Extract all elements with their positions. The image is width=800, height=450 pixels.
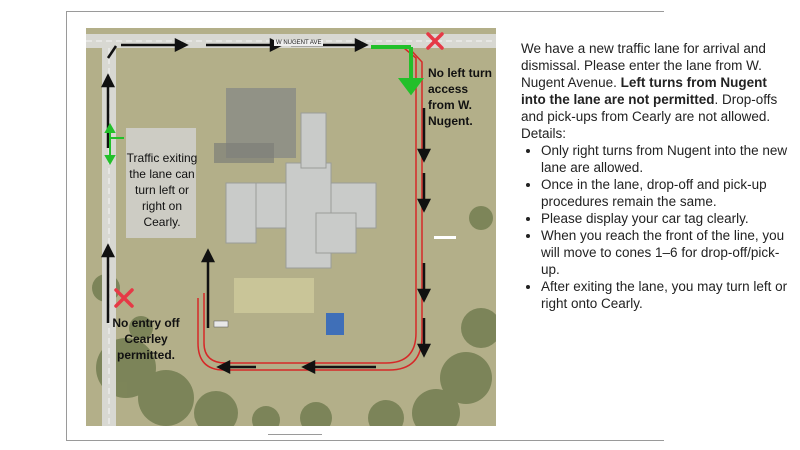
intro-tail-text: . Drop-offs and pick-ups from Cearly are…: [521, 92, 778, 124]
frame-left-border: [66, 11, 67, 441]
list-item: Once in the lane, drop-off and pick-up p…: [541, 176, 791, 210]
direction-arrows: [100, 37, 432, 375]
annotation-traffic-exiting: Traffic exiting the lane can turn left o…: [126, 151, 198, 229]
school-building: [225, 112, 377, 269]
intro-paragraph: We have a new traffic lane for arrival a…: [521, 40, 791, 125]
street-label-nugent: W NUGENT AVE: [274, 40, 324, 46]
scroll-indicator: [268, 434, 322, 435]
list-item: Please display your car tag clearly.: [541, 210, 791, 227]
aerial-map-graphic: [86, 28, 496, 426]
frame-top-border: [66, 11, 664, 12]
list-item: Only right turns from Nugent into the ne…: [541, 142, 791, 176]
field: [234, 278, 314, 313]
intro-bold-text: Left turns from Nugent into the lane are…: [521, 75, 767, 107]
annotation-no-entry: No entry off Cearley permitted.: [112, 316, 180, 362]
parking-lot-west: [126, 128, 196, 238]
lane-outer: [203, 47, 417, 364]
aerial-map: W NUGENT AVE No left turn access from W.…: [86, 28, 496, 426]
green-right-turn-arrow: [371, 45, 424, 96]
details-label: Details:: [521, 126, 567, 141]
info-panel: We have a new traffic lane for arrival a…: [521, 40, 791, 312]
playground: [326, 313, 344, 335]
frame-bottom-border: [66, 440, 664, 441]
list-item: After exiting the lane, you may turn lef…: [541, 278, 791, 312]
cross-icons: [114, 32, 444, 308]
list-item: When you reach the front of the line, yo…: [541, 227, 791, 278]
annotation-no-left-turn: No left turn access from W. Nugent.: [428, 66, 492, 128]
intro-text: We have a new traffic lane for arrival a…: [521, 41, 766, 90]
details-list: Only right turns from Nugent into the ne…: [521, 142, 791, 312]
green-exit-arrows: [104, 122, 124, 166]
